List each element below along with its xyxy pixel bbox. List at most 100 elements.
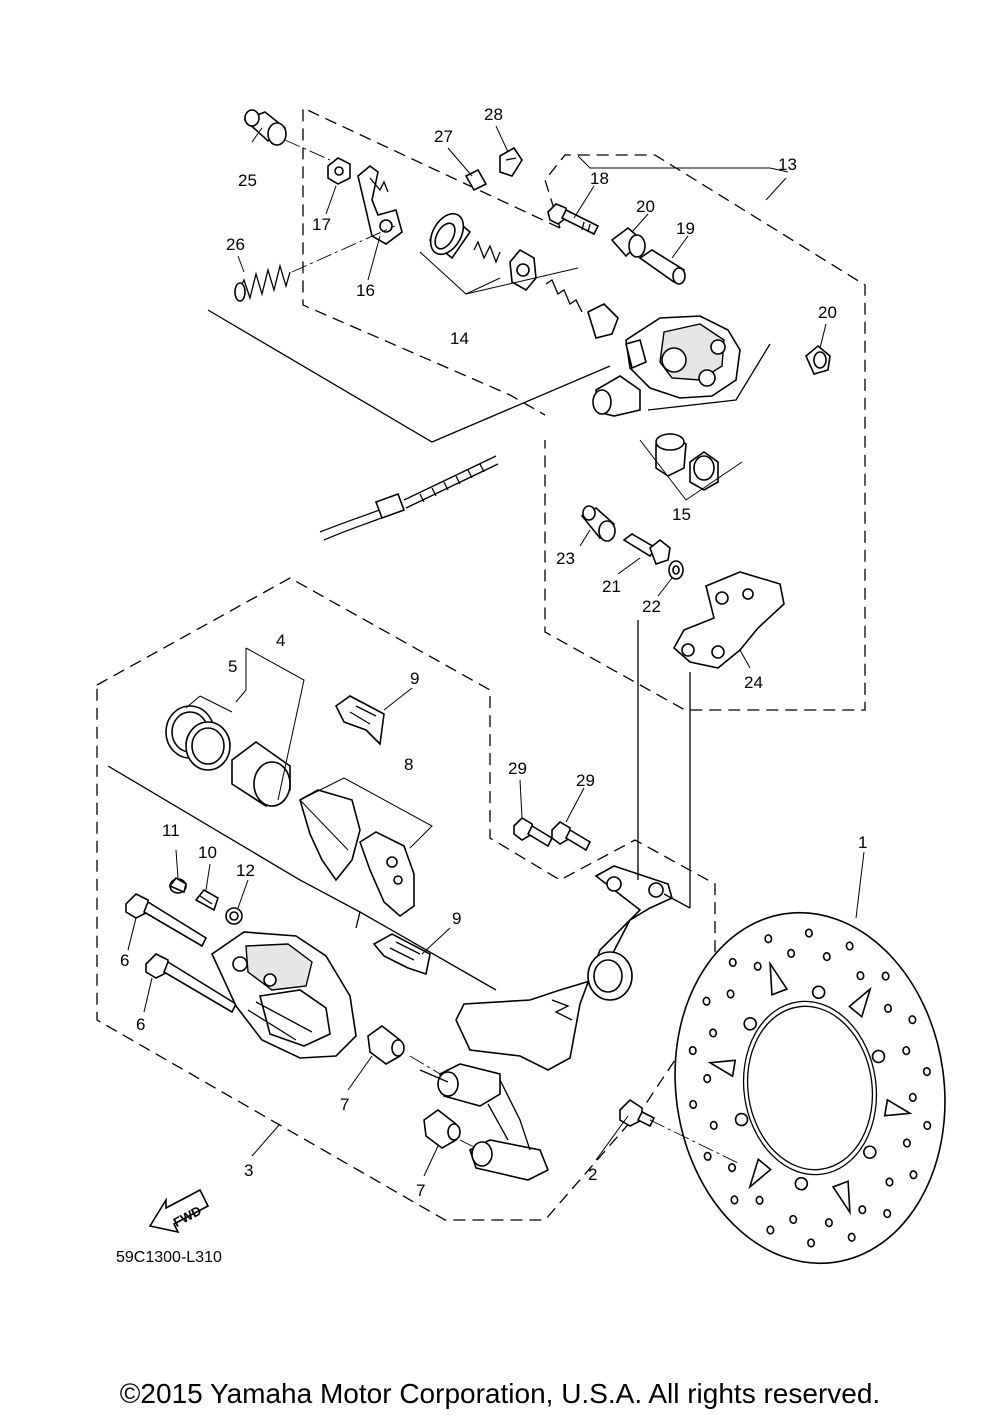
callout-5: 5: [228, 657, 237, 676]
disc-hole: [753, 961, 762, 971]
callout-24: 24: [744, 673, 763, 692]
part-pad-spring-9-upper: [334, 695, 385, 746]
part-caliper-body-13: [592, 315, 741, 417]
callout-18: 18: [590, 169, 609, 188]
part-disc-bolt-2: [619, 1098, 656, 1128]
callout-28: 28: [484, 105, 503, 124]
disc-hole: [822, 951, 831, 962]
disc-mount-hole: [734, 1112, 749, 1127]
part-bolt-6-lower: [145, 953, 238, 1014]
disc-hole: [764, 934, 773, 944]
callout-12: 12: [236, 861, 255, 880]
disc-hole: [847, 1232, 856, 1242]
callout-14: 14: [450, 329, 469, 348]
callout-1: 1: [858, 833, 867, 852]
callout-26: 26: [226, 235, 245, 254]
callout-11: 11: [162, 821, 180, 840]
callout-29-left: 29: [508, 759, 527, 778]
disc-hole: [923, 1120, 932, 1131]
callout-19: 19: [676, 219, 695, 238]
part-bolt-29-left: [513, 816, 554, 848]
callout-9-upper: 9: [410, 669, 419, 688]
callout-29-right: 29: [576, 771, 595, 790]
part-sleeve-20-upper: [610, 226, 646, 258]
disc-mount-hole: [794, 1176, 809, 1191]
disc-hole: [726, 989, 735, 999]
part-pads-8: [299, 789, 415, 918]
part-piston-4: [231, 741, 291, 807]
callout-9-lower: 9: [452, 909, 461, 928]
callout-20-upper: 20: [636, 197, 655, 216]
part-bolt-18: [547, 203, 600, 236]
disc-hole: [922, 1066, 931, 1077]
disc-hole: [755, 1195, 764, 1205]
disc-hole: [689, 1099, 698, 1110]
callout-16: 16: [356, 281, 375, 300]
leader-lines: [127, 125, 865, 1177]
part-bolt-6-upper: [125, 893, 208, 948]
disc-hole: [709, 1028, 718, 1038]
callout-20-right: 20: [818, 303, 837, 322]
lower-parts: [125, 695, 673, 1181]
part-cap-11: [168, 876, 187, 894]
callout-2: 2: [588, 1165, 597, 1184]
diagram-code: 59C1300-L310: [116, 1249, 222, 1266]
disc-hole: [787, 948, 796, 958]
callout-13: 13: [778, 155, 797, 174]
disc-mount-hole: [871, 1049, 886, 1064]
disc-hole: [881, 971, 890, 981]
disc-hole: [789, 1214, 798, 1225]
callout-21: 21: [602, 577, 621, 596]
group-boundary-caliper-assembly-13: [544, 154, 866, 711]
callout-25: 25: [238, 171, 257, 190]
disc-hole: [902, 1046, 911, 1056]
disc-hole: [883, 1208, 892, 1219]
disc-hole: [688, 1045, 697, 1056]
part-pistons-15: [655, 433, 719, 491]
disc-mount-hole: [863, 1145, 877, 1159]
callout-4: 4: [276, 631, 285, 650]
disc-hole: [703, 1074, 712, 1084]
group-boundary-caliper-3: [96, 577, 716, 1221]
callout-23: 23: [556, 549, 575, 568]
disc-vent-slot: [883, 1098, 913, 1117]
disc-vent-slot: [769, 960, 789, 996]
part-caliper-bracket: [437, 865, 673, 1181]
callout-8: 8: [404, 755, 413, 774]
callout-10: 10: [198, 843, 217, 862]
disc-hole: [766, 1225, 775, 1235]
part-bolt-21: [622, 533, 671, 566]
disc-hole: [807, 1238, 816, 1248]
disc-hole: [885, 1177, 894, 1187]
upper-parts: [234, 109, 831, 669]
disc-hole: [908, 1015, 917, 1025]
disc-hole: [824, 1218, 833, 1228]
part-sleeve-20-right: [805, 344, 831, 375]
callout-7-upper: 7: [340, 1095, 349, 1114]
callout-17: 17: [312, 215, 331, 234]
disc-mount-hole: [743, 1017, 757, 1031]
callout-6-upper: 6: [120, 951, 129, 970]
part-bolt-29-right: [551, 820, 592, 852]
disc-vent-slot: [707, 1059, 737, 1078]
fwd-arrow-icon: FWD: [148, 1188, 210, 1234]
disc-vent-slot: [831, 1180, 851, 1216]
callout-3: 3: [244, 1161, 253, 1180]
part-cap-28: [499, 146, 523, 177]
disc-hole: [702, 996, 711, 1006]
part-pin-19: [638, 249, 686, 285]
part-bushing-7-upper: [367, 1025, 405, 1065]
part-bushing-23: [580, 505, 616, 542]
disc-hole: [908, 1092, 917, 1102]
part-washer-22: [668, 560, 684, 580]
disc-hole: [703, 1151, 712, 1161]
disc-hole: [883, 1003, 892, 1013]
callout-7-lower: 7: [416, 1181, 425, 1200]
part-pad-spring-9-lower: [372, 933, 431, 976]
disc-mount-hole: [811, 985, 826, 1000]
part-bushing-25: [243, 109, 331, 161]
disc-vent-slot: [848, 986, 872, 1019]
callout-15: 15: [672, 505, 691, 524]
callout-6-lower: 6: [136, 1015, 145, 1034]
